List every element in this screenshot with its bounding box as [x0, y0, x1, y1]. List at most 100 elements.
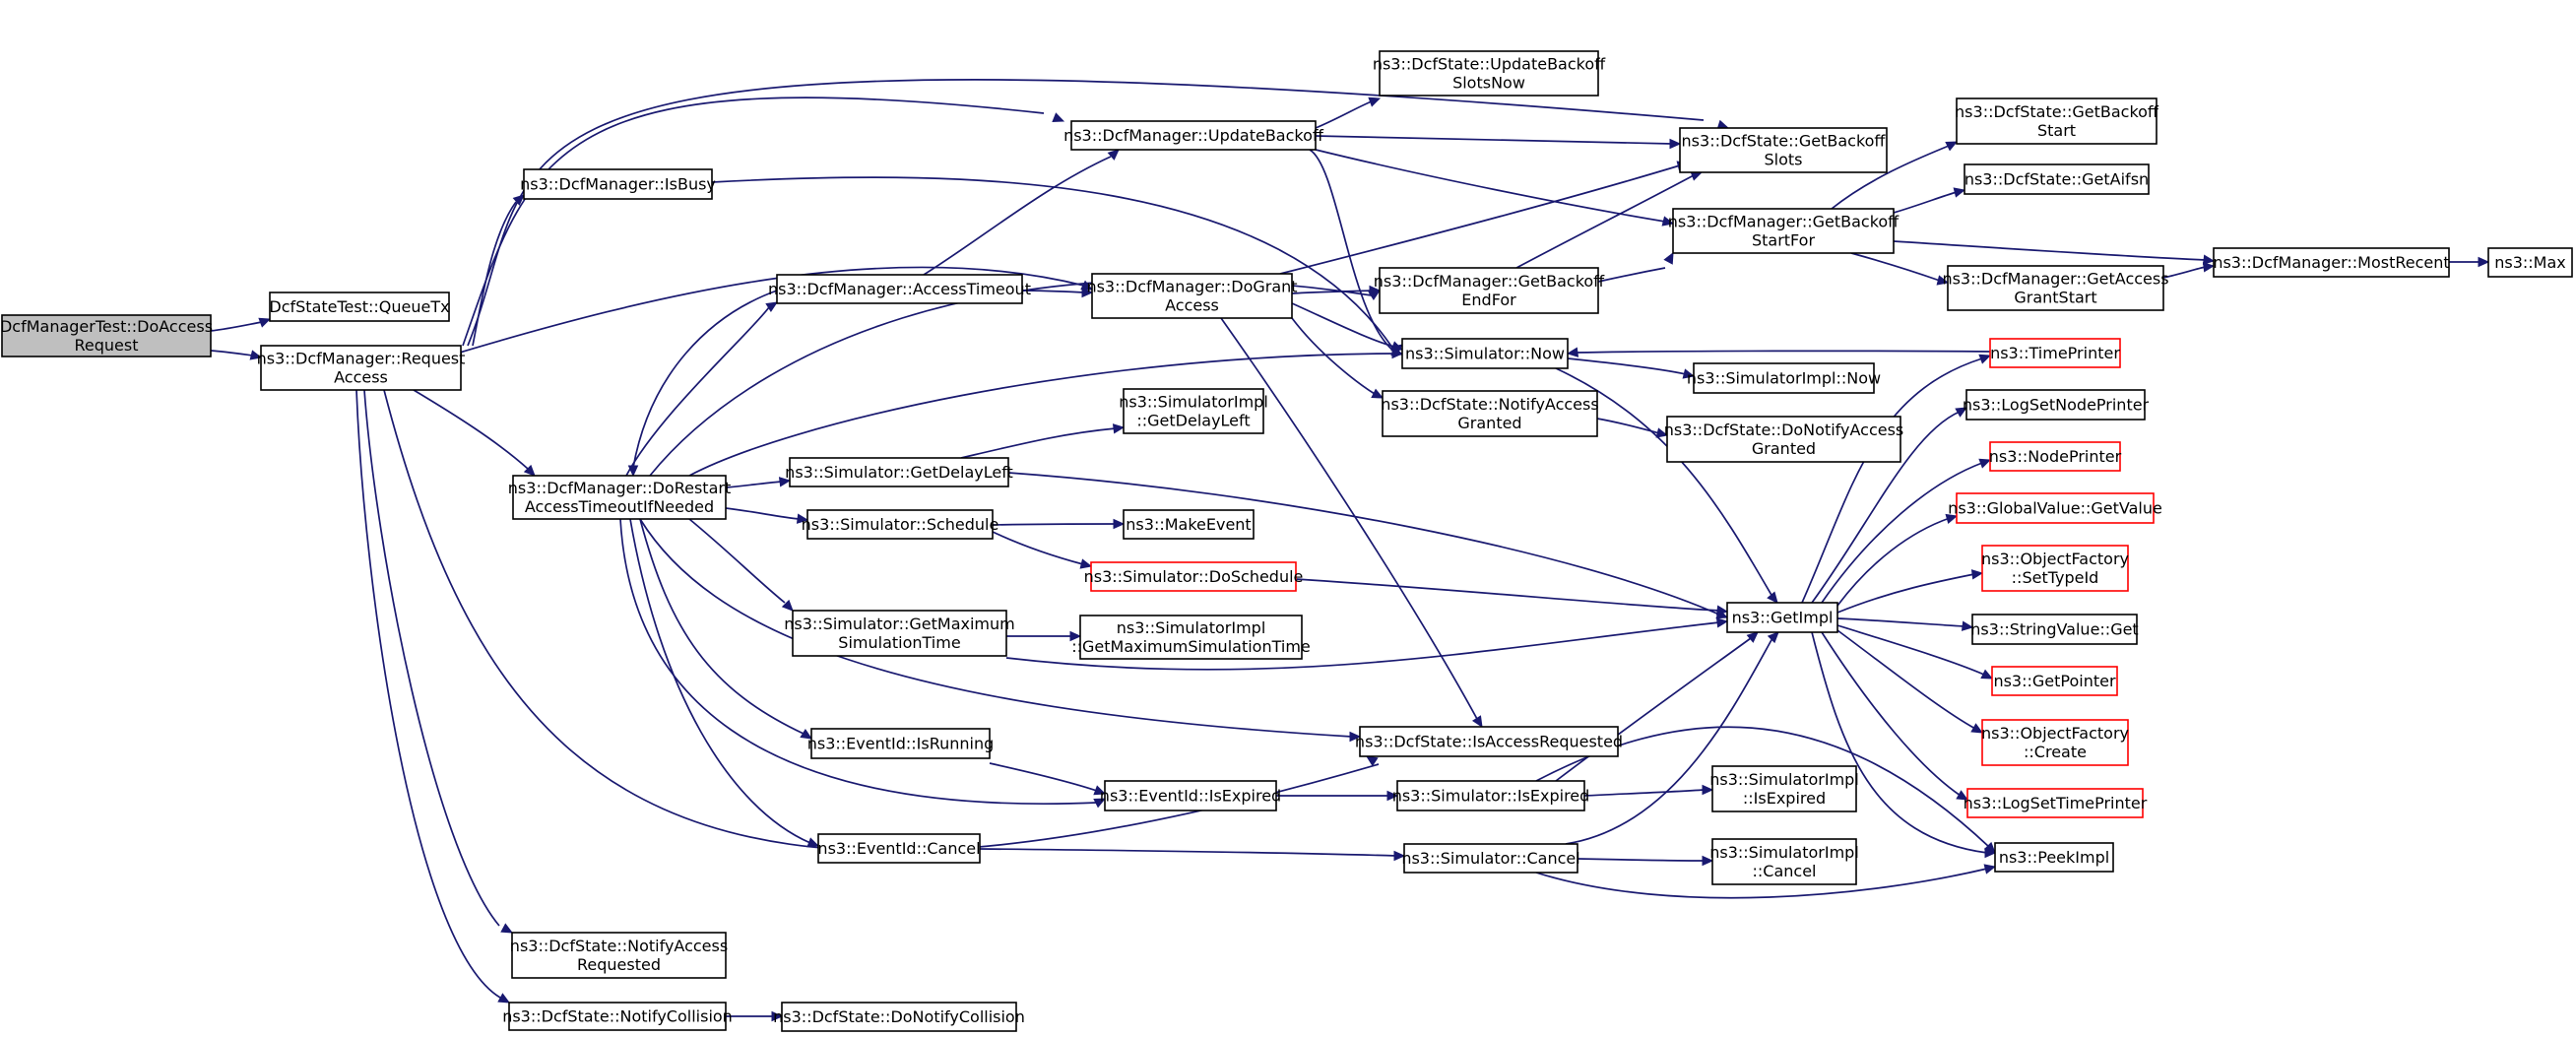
- node-box[interactable]: [1679, 127, 1888, 173]
- node-box[interactable]: [1964, 163, 2150, 195]
- node-box[interactable]: [792, 610, 1007, 657]
- graph-node-n32[interactable]: ns3::SimulatorImpl::Cancel: [1709, 838, 1859, 885]
- node-box[interactable]: [1971, 614, 2138, 645]
- graph-node-n39[interactable]: ns3::LogSetNodePrinter: [1963, 389, 2150, 421]
- graph-node-n18[interactable]: ns3::Simulator::DoSchedule: [1084, 561, 1304, 592]
- graph-node-n14[interactable]: ns3::DcfManager::UpdateBackoff: [1063, 120, 1324, 151]
- graph-node-n45[interactable]: ns3::ObjectFactory::Create: [1981, 719, 2129, 766]
- graph-node-n48[interactable]: ns3::DcfManager::MostRecent: [2213, 247, 2450, 278]
- graph-node-n17[interactable]: ns3::MakeEvent: [1123, 509, 1255, 540]
- graph-node-n3[interactable]: ns3::DcfManager::IsBusy: [520, 168, 716, 200]
- node-box[interactable]: [508, 1002, 727, 1031]
- node-box[interactable]: [1, 314, 212, 357]
- graph-node-n4[interactable]: ns3::DcfManager::DoRestartAccessTimeoutI…: [508, 475, 731, 520]
- graph-node-n6[interactable]: ns3::DcfState::NotifyCollision: [502, 1002, 733, 1031]
- node-box[interactable]: [1396, 780, 1585, 811]
- graph-node-n43[interactable]: ns3::StringValue::Get: [1970, 614, 2139, 645]
- node-box[interactable]: [1123, 509, 1255, 540]
- graph-node-n16[interactable]: ns3::SimulatorImpl::GetDelayLeft: [1119, 388, 1268, 434]
- graph-node-n13[interactable]: ns3::DcfState::DoNotifyCollision: [773, 1002, 1025, 1032]
- node-box[interactable]: [817, 833, 981, 864]
- graph-node-n25[interactable]: ns3::DcfState::IsAccessRequested: [1355, 726, 1623, 757]
- node-box[interactable]: [1379, 267, 1599, 314]
- graph-node-n49[interactable]: ns3::Max: [2487, 247, 2573, 278]
- node-box[interactable]: [1965, 389, 2146, 421]
- node-box[interactable]: [1711, 765, 1857, 812]
- graph-node-n9[interactable]: ns3::Simulator::Schedule: [802, 509, 999, 540]
- graph-node-n38[interactable]: ns3::TimePrinter: [1989, 338, 2121, 368]
- graph-node-n8[interactable]: ns3::Simulator::GetDelayLeft: [785, 457, 1013, 487]
- graph-node-n12[interactable]: ns3::EventId::Cancel: [817, 833, 981, 864]
- graph-node-n19[interactable]: ns3::SimulatorImpl::GetMaximumSimulation…: [1071, 615, 1311, 660]
- node-box[interactable]: [1070, 120, 1317, 151]
- node-box[interactable]: [1382, 390, 1598, 437]
- node-box[interactable]: [1947, 265, 2164, 311]
- graph-node-n36[interactable]: ns3::DcfState::GetAifsn: [1964, 163, 2150, 195]
- node-box[interactable]: [1711, 838, 1857, 885]
- node-box[interactable]: [789, 457, 1009, 487]
- graph-node-n40[interactable]: ns3::NodePrinter: [1989, 441, 2122, 472]
- node-box[interactable]: [776, 274, 1023, 304]
- node-box[interactable]: [806, 509, 994, 540]
- graph-node-n11[interactable]: ns3::EventId::IsRunning: [807, 728, 995, 759]
- node-box[interactable]: [1989, 338, 2121, 368]
- node-box[interactable]: [1123, 388, 1264, 434]
- node-box[interactable]: [781, 1002, 1017, 1032]
- node-box[interactable]: [1981, 545, 2129, 592]
- graph-node-n44[interactable]: ns3::GetPointer: [1991, 666, 2118, 696]
- graph-node-n46[interactable]: ns3::LogSetTimePrinter: [1964, 788, 2148, 818]
- node-box[interactable]: [1359, 726, 1619, 757]
- node-box[interactable]: [1956, 492, 2155, 524]
- node-box[interactable]: [523, 168, 713, 200]
- graph-node-n29[interactable]: ns3::SimulatorImpl::Now: [1687, 362, 1881, 394]
- node-box[interactable]: [1379, 50, 1599, 97]
- node-box[interactable]: [1090, 561, 1297, 592]
- graph-node-n47[interactable]: ns3::PeekImpl: [1994, 842, 2114, 873]
- node-box[interactable]: [2213, 247, 2450, 278]
- graph-node-n10[interactable]: ns3::Simulator::GetMaximumSimulationTime: [784, 610, 1015, 657]
- node-box[interactable]: [1991, 666, 2118, 696]
- node-box[interactable]: [1104, 780, 1277, 811]
- node-box[interactable]: [1091, 273, 1293, 319]
- node-box[interactable]: [1994, 842, 2114, 873]
- graph-node-n42[interactable]: ns3::ObjectFactory::SetTypeId: [1981, 545, 2129, 592]
- node-box[interactable]: [1666, 416, 1901, 463]
- graph-node-n27[interactable]: ns3::Simulator::Cancel: [1401, 843, 1580, 874]
- graph-node-n23[interactable]: ns3::Simulator::Now: [1401, 338, 1569, 369]
- graph-node-n34[interactable]: ns3::GetImpl: [1726, 602, 1838, 633]
- graph-node-n20[interactable]: ns3::EventId::IsExpired: [1100, 780, 1281, 811]
- graph-node-n26[interactable]: ns3::Simulator::IsExpired: [1392, 780, 1590, 811]
- graph-node-n31[interactable]: ns3::SimulatorImpl::IsExpired: [1709, 765, 1859, 812]
- node-box[interactable]: [260, 345, 462, 391]
- node-box[interactable]: [1079, 615, 1303, 660]
- graph-node-n1[interactable]: DcfStateTest::QueueTx: [269, 292, 450, 322]
- node-box[interactable]: [2487, 247, 2573, 278]
- node-box[interactable]: [1966, 788, 2144, 818]
- node-box[interactable]: [810, 728, 991, 759]
- node-box[interactable]: [269, 292, 450, 322]
- node-box[interactable]: [1401, 338, 1569, 369]
- node-box[interactable]: [1956, 97, 2157, 145]
- node-box[interactable]: [1403, 843, 1578, 874]
- node-box[interactable]: [1726, 602, 1838, 633]
- graph-node-n7[interactable]: ns3::DcfManager::AccessTimeout: [768, 274, 1031, 304]
- node-box[interactable]: [1981, 719, 2129, 766]
- node-box[interactable]: [1693, 362, 1875, 394]
- graph-node-n41[interactable]: ns3::GlobalValue::GetValue: [1948, 492, 2162, 524]
- node-box[interactable]: [512, 475, 727, 520]
- node-box[interactable]: [511, 932, 727, 979]
- node-box[interactable]: [1672, 208, 1895, 254]
- node-box[interactable]: [1989, 441, 2121, 472]
